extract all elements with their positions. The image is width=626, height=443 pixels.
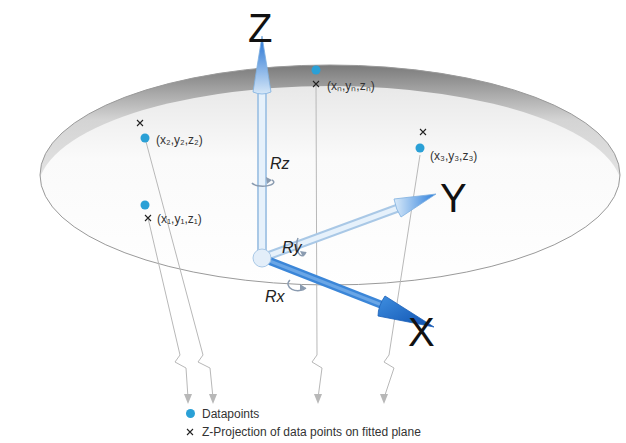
rotation-label: Rz bbox=[270, 156, 290, 172]
point-label: (xₙ,yₙ,zₙ) bbox=[327, 80, 375, 92]
rotation-label: Ry bbox=[282, 240, 302, 256]
legend-cross bbox=[187, 429, 193, 435]
legend-text: Z-Projection of data points on fitted pl… bbox=[202, 426, 421, 438]
legend-text: Datapoints bbox=[202, 408, 259, 420]
axis-label: X bbox=[408, 312, 435, 352]
axis-label: Y bbox=[440, 178, 467, 218]
point-label: (x₃,y₃,z₃) bbox=[430, 150, 477, 162]
point-label: (x₁,y₁,z₁) bbox=[157, 213, 202, 225]
point-label: (x₂,y₂,z₂) bbox=[156, 134, 203, 146]
rotation-label: Rx bbox=[265, 289, 285, 305]
axis-label: Z bbox=[248, 8, 272, 48]
legend-swatch bbox=[186, 409, 195, 418]
